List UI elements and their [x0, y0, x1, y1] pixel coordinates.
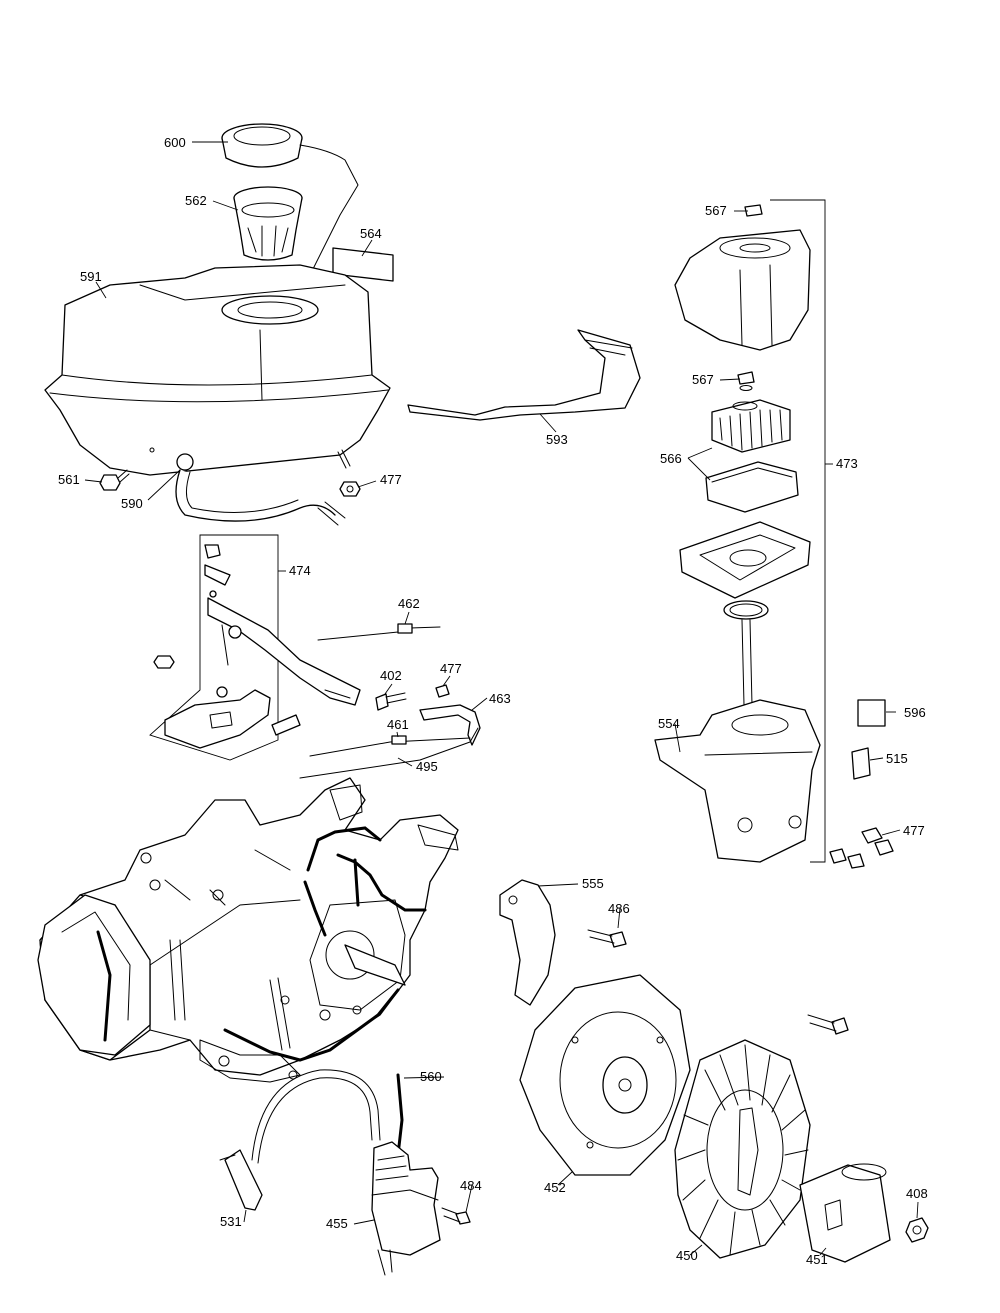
bracket-555 — [499, 879, 556, 1006]
callout-486: 486 — [608, 901, 630, 916]
callout-531: 531 — [220, 1214, 242, 1229]
air-filter-element — [711, 399, 791, 453]
label-515 — [851, 747, 871, 780]
callout-554: 554 — [658, 716, 680, 731]
blower-housing-452 — [519, 974, 691, 1176]
callout-600: 600 — [164, 135, 186, 150]
wing-screw-567-mid — [737, 371, 755, 391]
callout-473: 473 — [836, 456, 858, 471]
throttle-link-463 — [419, 704, 481, 746]
callout-567-mid: 567 — [692, 372, 714, 387]
air-cleaner-stud — [741, 619, 753, 706]
nut-408 — [905, 1217, 929, 1243]
stud-small — [337, 449, 351, 469]
starter-cup-451 — [799, 1163, 891, 1263]
link-rod-495 — [299, 727, 479, 779]
fuel-cap — [221, 123, 359, 311]
callout-408: 408 — [906, 1186, 928, 1201]
fuel-tank — [44, 264, 391, 476]
leader-lines — [84, 141, 919, 1256]
spark-plug-wire-531 — [219, 1069, 381, 1211]
ignition-coil-455 — [371, 1141, 441, 1276]
callout-566: 566 — [660, 451, 682, 466]
wing-screw-567-top — [744, 204, 763, 217]
flywheel-450 — [674, 1039, 811, 1259]
carburetor — [654, 699, 821, 863]
nut-477-top — [339, 481, 361, 497]
fuel-valve-and-hose — [175, 453, 346, 526]
label-596 — [857, 699, 886, 727]
callout-477-mid: 477 — [440, 661, 462, 676]
callout-461: 461 — [387, 717, 409, 732]
callout-562: 562 — [185, 193, 207, 208]
callout-474: 474 — [289, 563, 311, 578]
callout-555: 555 — [582, 876, 604, 891]
callout-591: 591 — [80, 269, 102, 284]
engine-wiring-heavy — [96, 826, 427, 1062]
callout-560: 560 — [420, 1069, 442, 1084]
bolt-484 — [441, 1207, 471, 1225]
callout-477-right: 477 — [903, 823, 925, 838]
callout-452: 452 — [544, 1180, 566, 1195]
fuel-label-564 — [332, 247, 394, 282]
callout-596: 596 — [904, 705, 926, 720]
control-group-474-frame — [149, 534, 279, 761]
callout-564: 564 — [360, 226, 382, 241]
gasket-593 — [407, 329, 641, 421]
callout-495: 495 — [416, 759, 438, 774]
callout-462: 462 — [398, 596, 420, 611]
callout-463: 463 — [489, 691, 511, 706]
air-cleaner-cover — [674, 229, 811, 351]
fuel-strainer — [233, 186, 303, 261]
callout-455: 455 — [326, 1216, 348, 1231]
engine-valve-cover — [37, 894, 151, 1056]
callout-567-top: 567 — [705, 203, 727, 218]
nuts-477-right — [829, 827, 894, 869]
callout-561: 561 — [58, 472, 80, 487]
control-lever-assembly — [153, 544, 361, 749]
air-cleaner-gasket — [723, 600, 769, 620]
bolt-402 — [375, 692, 407, 711]
bolt-561 — [99, 469, 130, 491]
spring-461 — [309, 735, 471, 757]
callout-590: 590 — [121, 496, 143, 511]
callout-593: 593 — [546, 432, 568, 447]
group-bracket-473 — [770, 199, 826, 863]
spring-462 — [317, 623, 441, 641]
air-cleaner-base — [679, 521, 811, 599]
callout-451: 451 — [806, 1252, 828, 1267]
air-filter-pre-cleaner — [705, 461, 799, 513]
callout-477-top: 477 — [380, 472, 402, 487]
bolt-486 — [587, 929, 627, 948]
callout-402: 402 — [380, 668, 402, 683]
bolt-flywheel — [807, 1014, 849, 1035]
ground-wire-560 — [396, 1073, 404, 1157]
callout-450: 450 — [676, 1248, 698, 1263]
callout-515: 515 — [886, 751, 908, 766]
callout-484: 484 — [460, 1178, 482, 1193]
nut-477-mid — [435, 684, 450, 698]
